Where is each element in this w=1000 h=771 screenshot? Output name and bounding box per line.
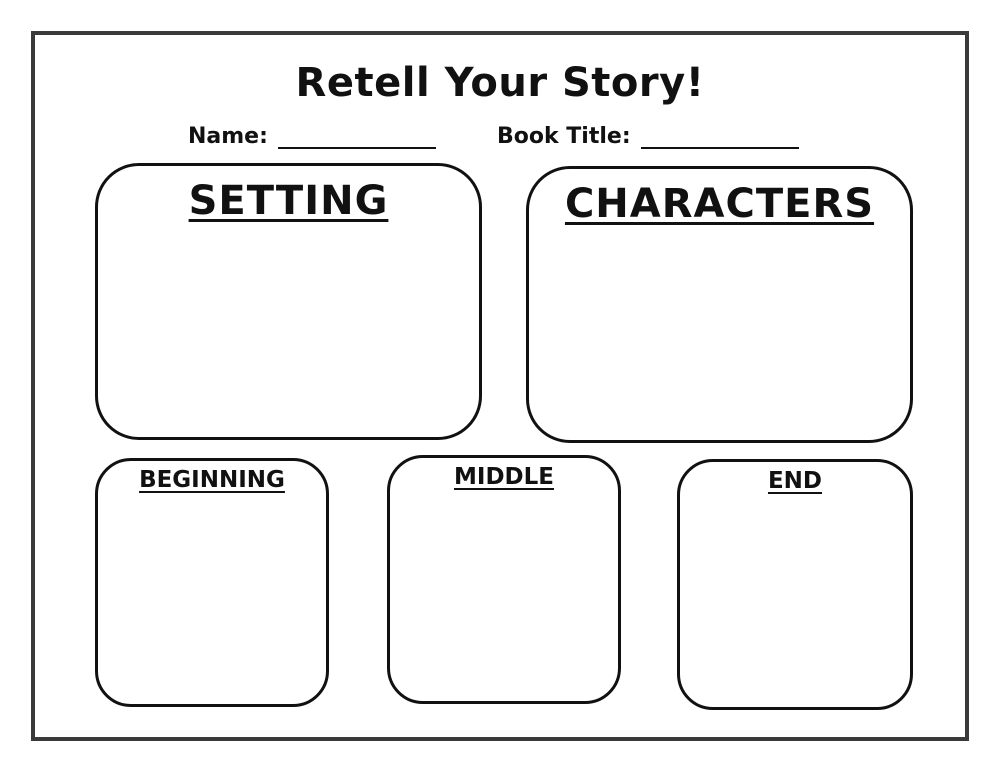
book-title-blank-line[interactable] (640, 125, 799, 149)
setting-box[interactable]: SETTING (95, 163, 482, 440)
beginning-heading: BEGINNING (139, 467, 285, 493)
middle-box[interactable]: MIDDLE (387, 455, 621, 704)
name-label: Name: (188, 124, 268, 149)
student-info-row: Name: Book Title: (35, 119, 965, 153)
worksheet-page: Retell Your Story! Name: Book Title: SET… (31, 31, 969, 741)
book-title-label: Book Title: (497, 124, 631, 149)
setting-heading: SETTING (188, 178, 389, 224)
end-heading: END (767, 468, 823, 494)
characters-box[interactable]: CHARACTERS (526, 166, 913, 443)
beginning-box[interactable]: BEGINNING (95, 458, 329, 707)
book-title-field: Book Title: (497, 119, 799, 153)
middle-heading: MIDDLE (454, 464, 554, 490)
characters-heading: CHARACTERS (564, 181, 875, 227)
name-field: Name: (188, 119, 436, 153)
end-box[interactable]: END (677, 459, 913, 710)
worksheet-title: Retell Your Story! (295, 60, 705, 106)
name-blank-line[interactable] (277, 125, 436, 149)
